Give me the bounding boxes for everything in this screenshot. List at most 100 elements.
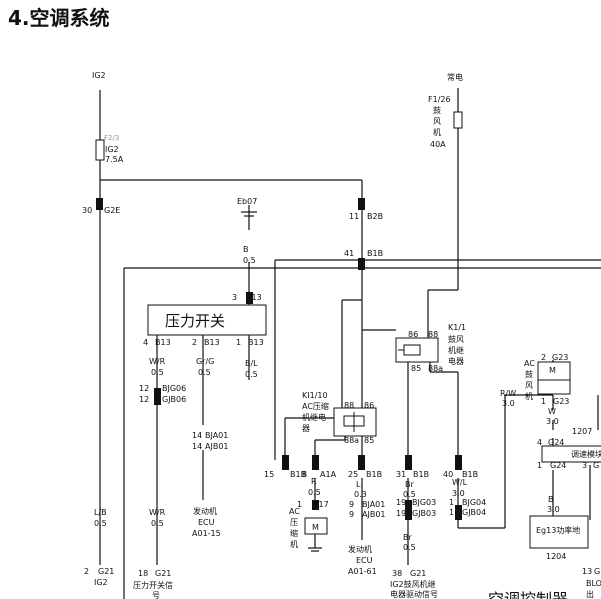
g21-18-code: G21 (155, 569, 171, 578)
blower-relay-pin-86: 86 (408, 330, 418, 339)
g24-1-code: G24 (550, 461, 566, 470)
blower-motor-symbol: M (549, 366, 556, 375)
fuse-ig2-7.5a (95, 139, 105, 161)
b13-3-code: B13 (246, 293, 262, 302)
b13-1-code: B13 (248, 338, 264, 347)
connector-bjg06 (154, 388, 161, 405)
gjb03-pin: 19 (396, 509, 406, 518)
fuse-ig2-rating: 7.5A (105, 155, 124, 164)
connector-b1b-25 (358, 455, 365, 470)
wire-br2-color: Br (403, 533, 412, 542)
blower-signal-2: 电器驱动信号 (390, 589, 438, 599)
g-13-code: G (594, 567, 600, 576)
ac-relay-pin-86: 86 (364, 401, 374, 410)
wire-wr2-size: 0.5 (151, 519, 164, 528)
eg13-code: 1204 (546, 552, 566, 561)
blower-motor-code: 1207 (572, 427, 592, 436)
ac-relay-pin-85: 85 (364, 436, 374, 445)
wire-l-size: 0.3 (354, 490, 367, 499)
ac-relay-pin-88: 88 (344, 401, 354, 410)
b2b-pin: 11 (349, 212, 359, 221)
blower-relay-name-3: 电器 (448, 356, 464, 366)
fuse-blower-name-3: 机 (433, 127, 441, 137)
bjg04-pin: 1 (449, 498, 454, 507)
blo-line-2: 出 (586, 589, 594, 599)
ig2-label: IG2 (92, 71, 106, 80)
ecu-b-code: A01-61 (348, 567, 377, 576)
b1b-15-code: B1B (290, 470, 306, 479)
connector-b1b-40 (455, 455, 462, 470)
wire-bl-color: B/L (245, 359, 258, 368)
connector-a1a-8 (312, 455, 319, 470)
wire-br1-color: Br (405, 480, 414, 489)
g23-1-pin: 1 (541, 397, 546, 406)
blower-relay-pin-88a: 88a (428, 364, 443, 373)
g2e-code: G2E (104, 206, 120, 215)
wire-b-size: 0.5 (243, 256, 256, 265)
a1a-8-code: A1A (320, 470, 337, 479)
g23-2-code: G23 (552, 353, 568, 362)
wire-rw-size: 3.0 (502, 399, 515, 408)
ac-relay-name-1: AC压缩 (302, 401, 329, 411)
connector-b1b-31 (405, 455, 412, 470)
b13-4-pin: 4 (143, 338, 148, 347)
fuse-blower-rating: 40A (430, 140, 446, 149)
bjg03-pin: 19 (396, 498, 406, 507)
ac-relay-pin-88a: 88a (344, 436, 359, 445)
wire-grg-size: 0.5 (198, 368, 211, 377)
blower-relay-pin-85: 85 (411, 364, 421, 373)
wire-bl-size: 0.5 (245, 370, 258, 379)
g21-18-pin: 18 (138, 569, 148, 578)
wire-wr1-color: W/R (149, 357, 166, 366)
wire-grg-color: Gr/G (196, 357, 214, 366)
b13-1-pin: 1 (236, 338, 241, 347)
g24-1-pin: 1 (537, 461, 542, 470)
wire-w-size: 3.0 (546, 417, 559, 426)
bja01-a-pin: 14 (192, 431, 202, 440)
ajb01-a-code: AJB01 (205, 442, 229, 451)
wire-wr1-size: 0.5 (151, 368, 164, 377)
b1b-40-code: B1B (462, 470, 478, 479)
wire-b-right-color: B (548, 495, 554, 504)
ac-blower-motor (537, 361, 571, 395)
g21-38-code: G21 (410, 569, 426, 578)
b13-3-pin: 3 (232, 293, 237, 302)
b13-4-code: B13 (155, 338, 171, 347)
ecu-a-code: A01-15 (192, 529, 221, 538)
wire-rw-color: R/W (500, 389, 516, 398)
b1b-31-pin: 31 (396, 470, 406, 479)
gjb06-pin: 12 (139, 395, 149, 404)
connector-bjg03 (405, 500, 412, 520)
fuse-blower-code: F1/26 (428, 95, 451, 104)
ac-relay-name-2: 机继电 (302, 412, 326, 422)
g24-4-pin: 4 (537, 438, 542, 447)
eg13-power-ground (529, 515, 589, 549)
blower-motor-line-2: 鼓 (525, 369, 533, 379)
blower-motor-line-4: 机 (525, 391, 533, 401)
pressure-switch (147, 304, 267, 336)
bja01-a-code: BJA01 (205, 431, 228, 440)
blower-signal-1: IG2鼓风机继 (390, 579, 436, 589)
ecu-a-line-2: ECU (198, 518, 215, 527)
a1a-8-pin: 8 (302, 470, 307, 479)
ground-eb07 (241, 205, 257, 217)
fuse-blower-name-2: 风 (433, 117, 441, 126)
pressure-signal-1: 压力开关信 (133, 580, 173, 590)
connector-a17 (312, 500, 319, 510)
speed-module-label: 调速模块 (571, 449, 601, 459)
a17-pin: 1 (297, 500, 302, 509)
bjg06-code: BJG06 (162, 384, 186, 393)
b1b-41-pin: 41 (344, 249, 354, 258)
b13-2-pin: 2 (192, 338, 197, 347)
a17-code: A17 (313, 500, 329, 509)
compressor-line-3: 缩 (290, 528, 298, 538)
blower-relay-coil-icon (403, 344, 421, 356)
fuse-blower-40a (453, 111, 463, 129)
b1b-41-code: B1B (367, 249, 383, 258)
b1b-40-pin: 40 (443, 470, 453, 479)
g24-3-code: G (593, 461, 599, 470)
bja01-b-pin: 9 (349, 500, 354, 509)
fuse-ig2-code: F2/3 (104, 134, 119, 142)
bjg04-code: BJG04 (462, 498, 486, 507)
g23-1-code: G23 (553, 397, 569, 406)
